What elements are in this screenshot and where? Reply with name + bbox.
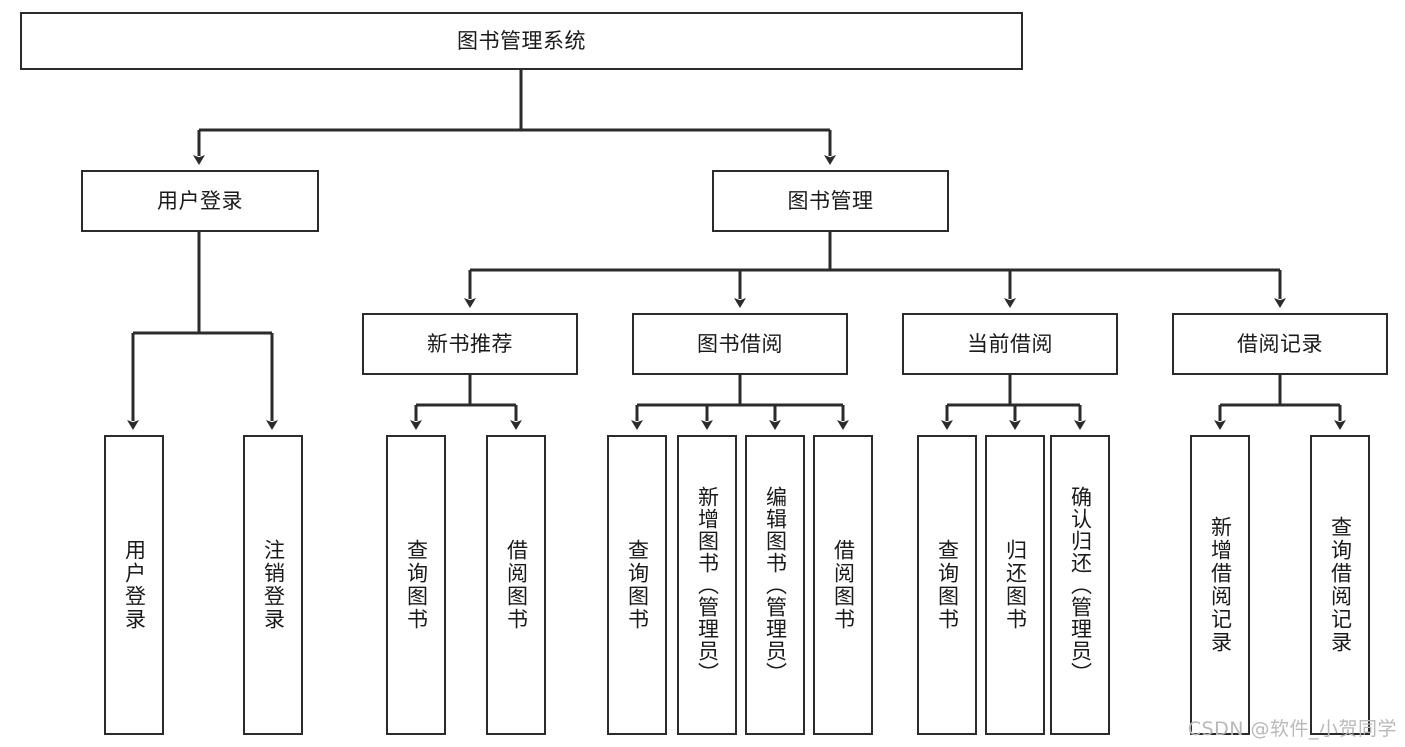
node-label: 借阅记录 <box>1237 331 1323 356</box>
node-label: 查询图书 <box>625 539 650 631</box>
node-label: 当前借阅 <box>967 331 1053 356</box>
node-book-manage[interactable]: 图书管理 <box>712 170 949 232</box>
leaf-query-book-2[interactable]: 查询图书 <box>607 435 667 735</box>
node-root-system[interactable]: 图书管理系统 <box>20 12 1023 70</box>
leaf-borrow-book-2[interactable]: 借阅图书 <box>813 435 873 735</box>
leaf-add-record[interactable]: 新增借阅记录 <box>1190 435 1250 735</box>
node-label: 编辑图书（管理员） <box>763 486 788 684</box>
leaf-user-logout[interactable]: 注销登录 <box>243 435 303 735</box>
node-user-login[interactable]: 用户登录 <box>81 170 319 232</box>
leaf-edit-book[interactable]: 编辑图书（管理员） <box>745 435 805 735</box>
node-label: 图书管理 <box>787 188 874 213</box>
node-label: 查询借阅记录 <box>1328 516 1353 654</box>
node-label: 查询图书 <box>404 539 429 631</box>
node-label: 用户登录 <box>122 539 147 631</box>
node-label: 归还图书 <box>1003 539 1028 631</box>
leaf-add-book[interactable]: 新增图书（管理员） <box>677 435 737 735</box>
node-label: 查询图书 <box>935 539 960 631</box>
node-label: 新增图书（管理员） <box>695 486 720 684</box>
node-borrow-record[interactable]: 借阅记录 <box>1172 313 1388 375</box>
node-label: 新书推荐 <box>427 331 513 356</box>
node-label: 图书管理系统 <box>457 28 586 53</box>
leaf-user-login[interactable]: 用户登录 <box>104 435 164 735</box>
node-label: 确认归还（管理员） <box>1068 486 1093 684</box>
node-label: 借阅图书 <box>504 539 529 631</box>
node-label: 用户登录 <box>157 188 243 213</box>
node-label: 借阅图书 <box>831 539 856 631</box>
node-label: 注销登录 <box>261 539 286 631</box>
leaf-query-record[interactable]: 查询借阅记录 <box>1310 435 1370 735</box>
node-label: 新增借阅记录 <box>1208 516 1233 654</box>
node-new-book-rec[interactable]: 新书推荐 <box>362 313 578 375</box>
leaf-return-book[interactable]: 归还图书 <box>985 435 1045 735</box>
leaf-confirm-return[interactable]: 确认归还（管理员） <box>1050 435 1110 735</box>
leaf-query-book-3[interactable]: 查询图书 <box>917 435 977 735</box>
node-label: 图书借阅 <box>697 331 783 356</box>
leaf-borrow-book-1[interactable]: 借阅图书 <box>486 435 546 735</box>
node-current-borrow[interactable]: 当前借阅 <box>902 313 1118 375</box>
csdn-watermark: CSDN @软件_小贺同学 <box>1187 718 1397 740</box>
node-book-borrow[interactable]: 图书借阅 <box>632 313 848 375</box>
leaf-query-book-1[interactable]: 查询图书 <box>386 435 446 735</box>
